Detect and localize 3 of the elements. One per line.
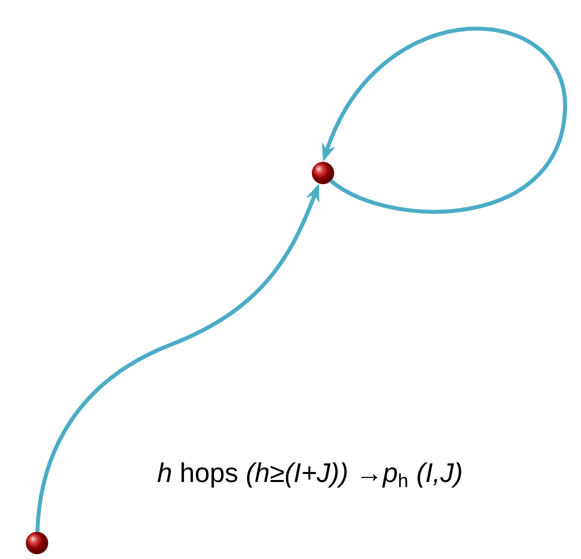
dot	[26, 532, 48, 554]
edge-label: h hops (h≥(I+J)) →p$_{h}$ (I,J)	[158, 462, 462, 488]
dot	[312, 162, 334, 184]
